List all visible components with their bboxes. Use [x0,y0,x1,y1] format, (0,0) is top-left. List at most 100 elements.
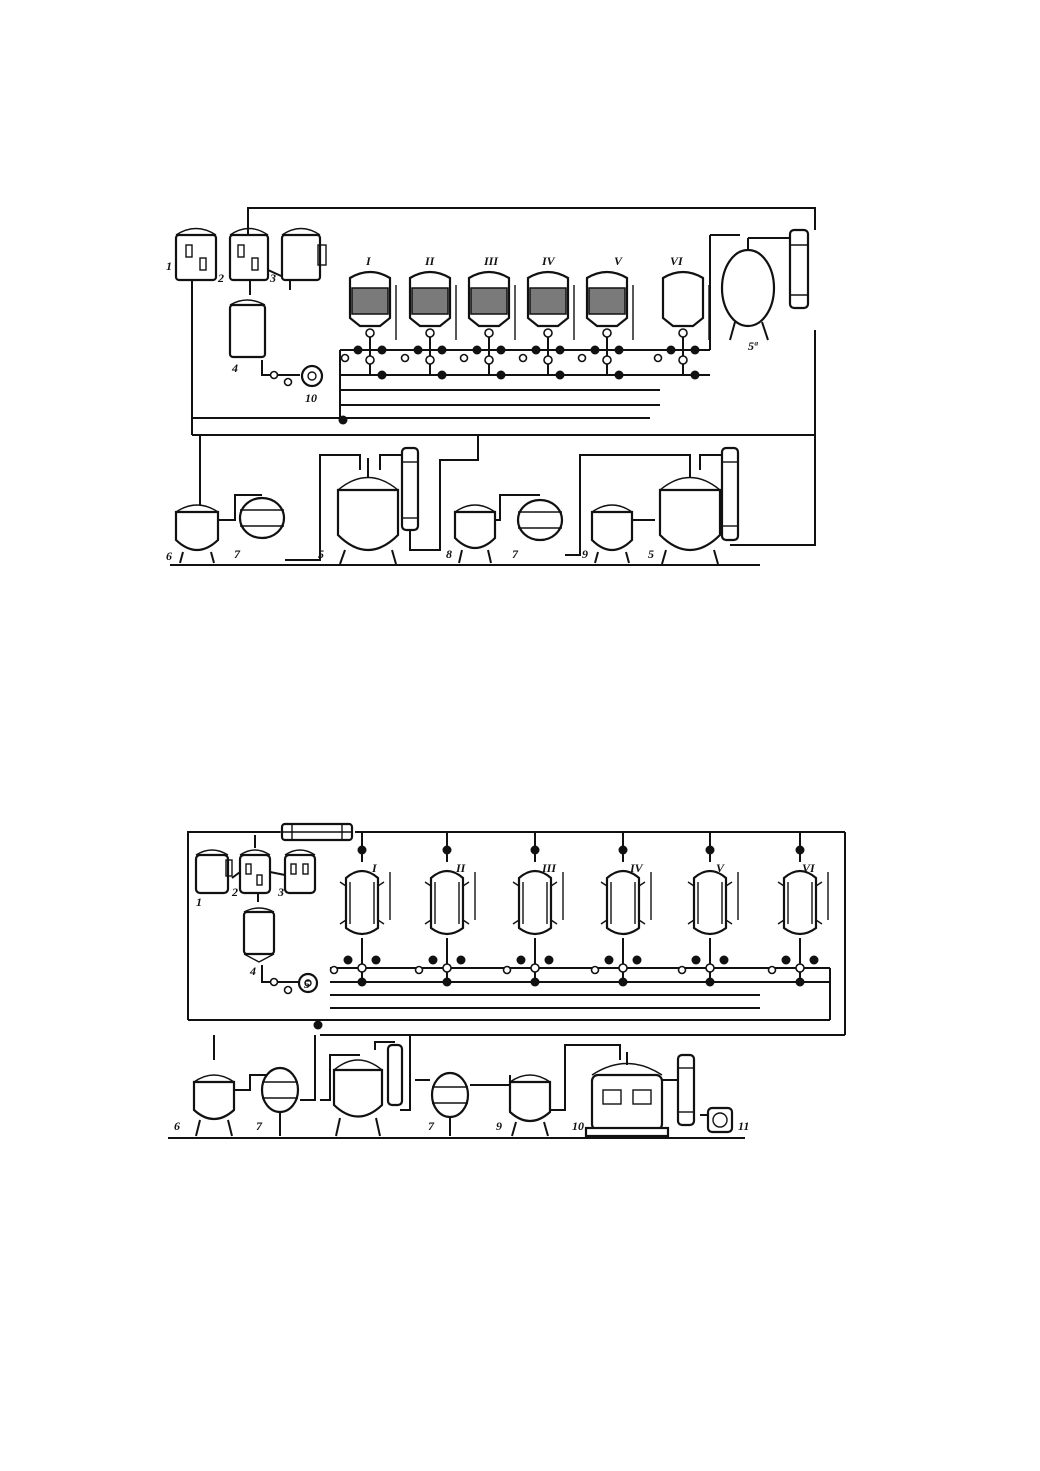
valve [678,328,688,338]
equipment-label: 6 [166,549,172,563]
valve [516,955,526,965]
valve [496,345,506,355]
packing-bed [470,287,508,315]
valve [705,963,715,973]
valve [604,955,614,965]
pump-bottom [297,972,319,994]
valve [719,955,729,965]
valve [437,345,447,355]
valve [357,977,367,987]
extractor-columns-top [269,270,710,425]
valve [666,345,676,355]
equipment-label: 1 [166,259,172,273]
valve [377,345,387,355]
valve [484,328,494,338]
stage-label-top: IV [541,254,556,268]
column-shell [344,869,380,936]
column-shell [782,869,818,936]
filter-7a-top [238,496,286,540]
stage-label-top: III [483,254,499,268]
column-shell [605,869,641,936]
nozzle [687,881,733,925]
valve [690,370,700,380]
reactor-column [329,832,391,987]
packing-bed [411,287,449,315]
valve [531,345,541,355]
valve [437,370,447,380]
valve [653,353,663,363]
valve [377,370,387,380]
equipment-label: 7 [428,1119,435,1133]
receiver-8-top [453,504,497,564]
valve [442,845,452,855]
extraction-scheme-top-drawing: I II III IV V VI 1 2 3 4 10 5ª 6 7 5 8 7… [166,207,816,566]
valve [543,328,553,338]
reactor-column [502,832,564,987]
receiver-6-bottom [192,1074,236,1137]
valve [781,955,791,965]
vacuum-pump-bottom [706,1106,734,1134]
valve [691,955,701,965]
valve [795,963,805,973]
valve [283,377,293,387]
valve [614,370,624,380]
valve [338,415,348,425]
nozzle [424,881,470,925]
valve [472,345,482,355]
valve [555,345,565,355]
receiver-9-bottom [508,1074,552,1137]
valve [269,370,279,380]
equipment-label: 1 [196,895,202,909]
valve [502,965,512,975]
valve [413,345,423,355]
valve [678,355,688,365]
valve [705,845,715,855]
equipment-label: 2 [217,271,224,285]
valve [425,328,435,338]
extractor-column [577,270,634,380]
still-5b-top [658,446,740,565]
valve [590,965,600,975]
reactor-column [767,832,829,987]
equipment-label: 3 [277,885,284,899]
stage-label-top: VI [670,254,684,268]
extraction-scheme-bottom-drawing: I II III IV V VI 1 2 3 4 5 6 7 7 9 10 11 [168,822,846,1139]
valve [530,977,540,987]
equipment-label: 2 [231,885,238,899]
column-shell [517,869,553,936]
filter-7a-bottom [260,1066,300,1136]
valve [357,845,367,855]
equipment-label: 5ª [748,339,758,353]
nozzle [600,881,646,925]
extractor-columns-bottom [269,832,829,1030]
equipment-label: 4 [249,964,256,978]
equipment-label: 5 [318,547,324,561]
valve [555,370,565,380]
valve [357,963,367,973]
condenser-bottom [676,1053,696,1127]
valve [442,963,452,973]
stage-label-bottom: III [541,861,557,875]
equipment-label: 9 [582,547,588,561]
receiver-6-top [174,504,220,564]
valve [577,353,587,363]
valve [428,955,438,965]
valve [400,353,410,363]
equipment-label: 7 [234,547,241,561]
stage-label-top: V [614,254,623,268]
still-5a-top [720,228,810,341]
extractor-column [518,270,575,380]
equipment-label: 10 [305,391,317,405]
piping-bottom [168,831,846,1139]
valve [543,355,553,365]
extractor-column [400,270,457,380]
extraction-scheme-top: I II III IV V VI 1 2 3 4 10 5ª 6 7 5 8 7… [0,200,1040,580]
pump-top [300,364,324,388]
valve [632,955,642,965]
measurer-top [228,299,267,359]
valve [459,353,469,363]
valve [544,955,554,965]
stage-label-top: II [424,254,436,268]
valve [795,845,805,855]
valve [365,328,375,338]
